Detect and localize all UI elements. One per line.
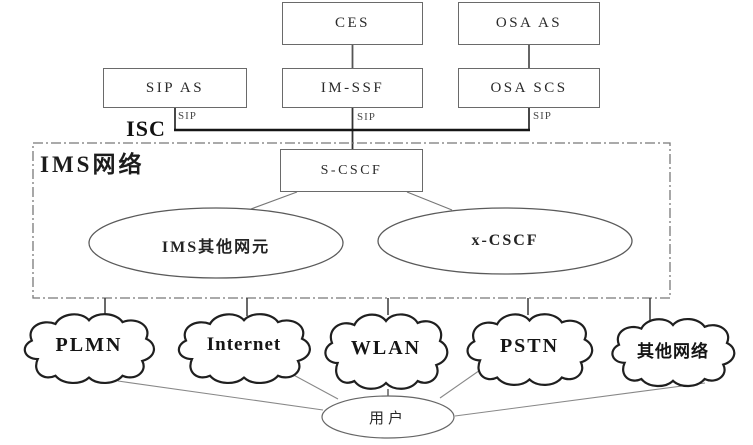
label-sip-3: SIP <box>533 110 552 122</box>
cloud-wlan: WLAN <box>319 311 453 391</box>
box-ces-label: CES <box>334 15 370 31</box>
box-s-cscf-label: S-CSCF <box>320 162 383 178</box>
user-label: 用户 <box>368 411 407 427</box>
cloud-other-label: 其他网络 <box>637 341 709 361</box>
box-im-ssf-label: IM-SSF <box>320 79 385 96</box>
connector-plmn-user <box>117 380 324 411</box>
cloud-shape <box>461 311 598 387</box>
box-s-cscf: S-CSCF <box>280 149 423 192</box>
label-ims-other: IMS其他网元 <box>161 239 271 256</box>
ellipse-x-cscf <box>377 207 633 275</box>
connector-scscf-imsother <box>250 191 298 210</box>
cloud-shape <box>172 311 316 385</box>
connector-pstn-user <box>439 367 484 399</box>
box-osa-scs-label: OSA SCS <box>490 79 568 96</box>
label-x-cscf: x-CSCF <box>471 232 539 249</box>
box-sip-as: SIP AS <box>103 68 247 108</box>
box-im-ssf: IM-SSF <box>282 68 423 108</box>
cloud-internet-label: Internet <box>206 334 282 355</box>
connector-scscf-xcscf <box>406 191 453 211</box>
label-sip-2: SIP <box>357 111 376 123</box>
box-osa-scs: OSA SCS <box>458 68 600 108</box>
label-isc: ISC <box>126 116 166 141</box>
box-sip-as-label: SIP AS <box>145 79 205 96</box>
label-sip-1: SIP <box>178 110 197 122</box>
box-ces: CES <box>282 2 423 45</box>
cloud-wlan-label: WLAN <box>350 336 422 359</box>
ellipse-ims-other <box>88 207 344 279</box>
cloud-plmn-label: PLMN <box>55 333 123 356</box>
box-osa-as: OSA AS <box>458 2 600 45</box>
cloud-plmn: PLMN <box>18 311 160 385</box>
cloud-pstn-label: PSTN <box>499 334 560 357</box>
label-ims-network: IMS网络 <box>40 152 145 177</box>
cloud-shape <box>319 311 453 391</box>
cloud-other: 其他网络 <box>606 316 740 388</box>
connector-other-user <box>454 382 706 417</box>
cloud-shape <box>18 311 160 385</box>
cloud-internet: Internet <box>172 311 316 385</box>
user-ellipse <box>321 395 455 439</box>
cloud-pstn: PSTN <box>461 311 598 387</box>
box-osa-as-label: OSA AS <box>495 15 563 31</box>
connector-internet-user <box>287 371 339 400</box>
cloud-shape <box>606 316 740 388</box>
